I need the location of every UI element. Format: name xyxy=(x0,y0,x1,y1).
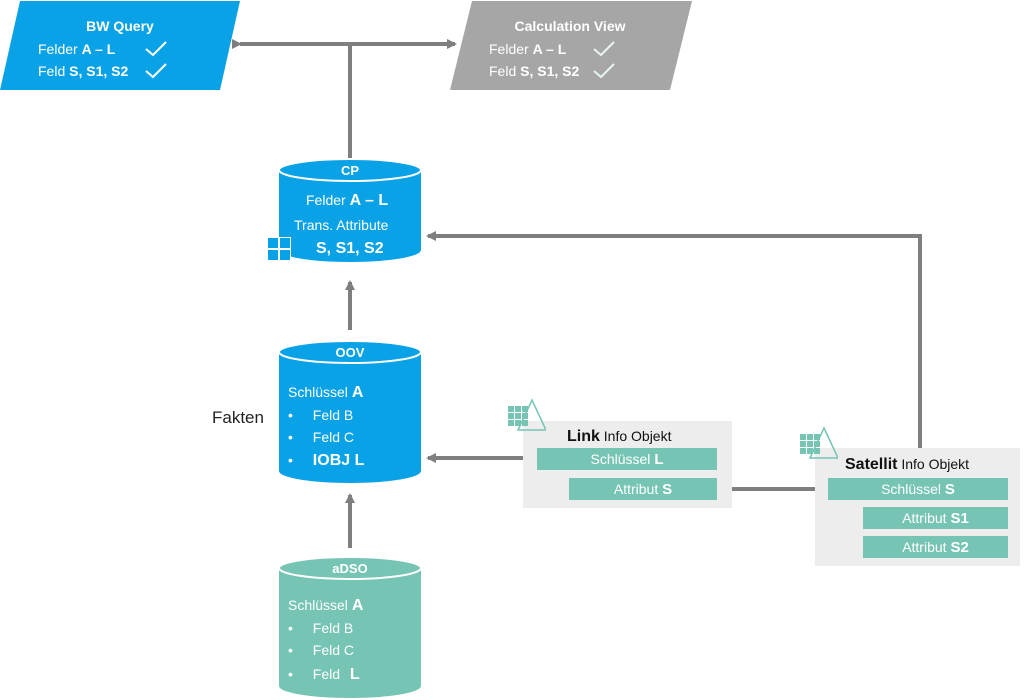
satellite-attr-label: Attribut xyxy=(902,539,947,555)
adso-line1-value: A xyxy=(351,597,364,614)
oov-item-text: IOBJ L xyxy=(312,452,365,469)
adso-item-text: Feld B xyxy=(312,620,354,636)
oov-item: • Feld C xyxy=(288,429,354,445)
bw-query-row2-label: Feld xyxy=(38,63,66,79)
adso-item: • Feld C xyxy=(288,642,354,658)
oov-line1-value: A xyxy=(351,384,364,401)
adso-item-bold: L xyxy=(349,666,360,683)
link-attr-value: S xyxy=(662,481,673,498)
bullet-icon: • xyxy=(288,407,293,423)
link-attr-box: Attribut S xyxy=(569,478,717,500)
check-icon xyxy=(593,63,615,79)
satellite-key-box: Schlüssel S xyxy=(828,478,1008,500)
oov-item-text: Feld C xyxy=(312,429,355,445)
cp-line2: Trans. Attribute xyxy=(294,217,389,233)
satellite-key-label: Schlüssel xyxy=(881,481,941,497)
bw-query-row1-label: Felder xyxy=(38,41,78,57)
adso-line1-label: Schlüssel xyxy=(288,597,348,613)
calc-view-row2-value: S, S1, S2 xyxy=(520,63,580,79)
adso-item-text: Feld C xyxy=(312,642,355,658)
satellite-attr-value: S1 xyxy=(950,510,969,527)
bullet-icon: • xyxy=(288,666,293,682)
adso-item: • Feld L xyxy=(288,666,360,684)
calc-view-row2-label: Feld xyxy=(489,63,517,79)
link-title-bold: Link xyxy=(567,428,600,445)
satellite-attr-box: Attribut S2 xyxy=(863,536,1008,558)
oov-item-text: Feld B xyxy=(312,407,354,423)
cp-line3-value: S, S1, S2 xyxy=(316,240,384,257)
adso-item: • Feld B xyxy=(288,620,353,636)
link-key-box: Schlüssel L xyxy=(537,448,717,470)
calc-view-row1-label: Felder xyxy=(489,41,529,57)
bullet-icon: • xyxy=(288,452,293,468)
bullet-icon: • xyxy=(288,429,293,445)
adso-line1: Schlüssel A xyxy=(288,597,363,615)
link-attr-label: Attribut xyxy=(613,481,659,497)
satellite-to-cp-arrow xyxy=(426,231,922,458)
bw-query-row2-value: S, S1, S2 xyxy=(69,63,129,79)
calc-view-shape xyxy=(450,1,692,90)
satellite-title-rest: Info Objekt xyxy=(901,456,970,472)
satellite-attr-box: Attribut S1 xyxy=(863,507,1008,529)
adso-title: aDSO xyxy=(332,561,368,576)
cp-line1: Felder A – L xyxy=(306,192,388,210)
table-triangle-icon xyxy=(800,426,838,459)
cp-line3: S, S1, S2 xyxy=(316,240,384,258)
calc-view-title: Calculation View xyxy=(514,18,626,34)
bw-query-row2: Feld S, S1, S2 xyxy=(38,60,128,82)
check-icon xyxy=(145,41,167,57)
calc-view-row1-value: A – L xyxy=(532,41,567,57)
adso-cylinder xyxy=(278,556,422,698)
bw-query-row1-value: A – L xyxy=(81,41,116,57)
cp-title: CP xyxy=(340,163,360,178)
adso-item-text: Feld xyxy=(312,666,341,682)
cp-cylinder xyxy=(278,158,422,262)
link-key-value: L xyxy=(654,451,664,468)
bullet-icon: • xyxy=(288,642,293,658)
bw-query-shape xyxy=(0,1,240,90)
windows-grid-icon xyxy=(267,237,291,261)
satellite-title: Satellit Info Objekt xyxy=(845,456,969,474)
fakten-label: Fakten xyxy=(212,408,264,427)
link-title: Link Info Objekt xyxy=(567,428,671,446)
cp-line1-value: A – L xyxy=(349,192,389,209)
cp-line1-label: Felder xyxy=(306,192,346,208)
oov-line1-label: Schlüssel xyxy=(288,384,348,400)
oov-cylinder xyxy=(278,340,422,483)
bullet-icon: • xyxy=(288,620,293,636)
oov-title: OOV xyxy=(335,345,365,360)
check-icon xyxy=(593,41,615,57)
table-triangle-icon xyxy=(508,398,546,431)
link-key-label: Schlüssel xyxy=(590,451,651,467)
link-title-rest: Info Objekt xyxy=(603,428,672,444)
bw-query-row1: Felder A – L xyxy=(38,38,115,60)
bw-query-title: BW Query xyxy=(86,18,154,34)
satellite-attr-value: S2 xyxy=(950,539,969,556)
satellite-attr-label: Attribut xyxy=(902,510,947,526)
oov-line1: Schlüssel A xyxy=(288,384,363,402)
satellite-title-bold: Satellit xyxy=(845,456,898,473)
oov-item: • IOBJ L xyxy=(288,452,364,470)
oov-item: • Feld B xyxy=(288,407,353,423)
satellite-key-value: S xyxy=(944,481,955,498)
calc-view-row1: Felder A – L xyxy=(489,38,566,60)
check-icon xyxy=(145,63,167,79)
calc-view-row2: Feld S, S1, S2 xyxy=(489,60,579,82)
